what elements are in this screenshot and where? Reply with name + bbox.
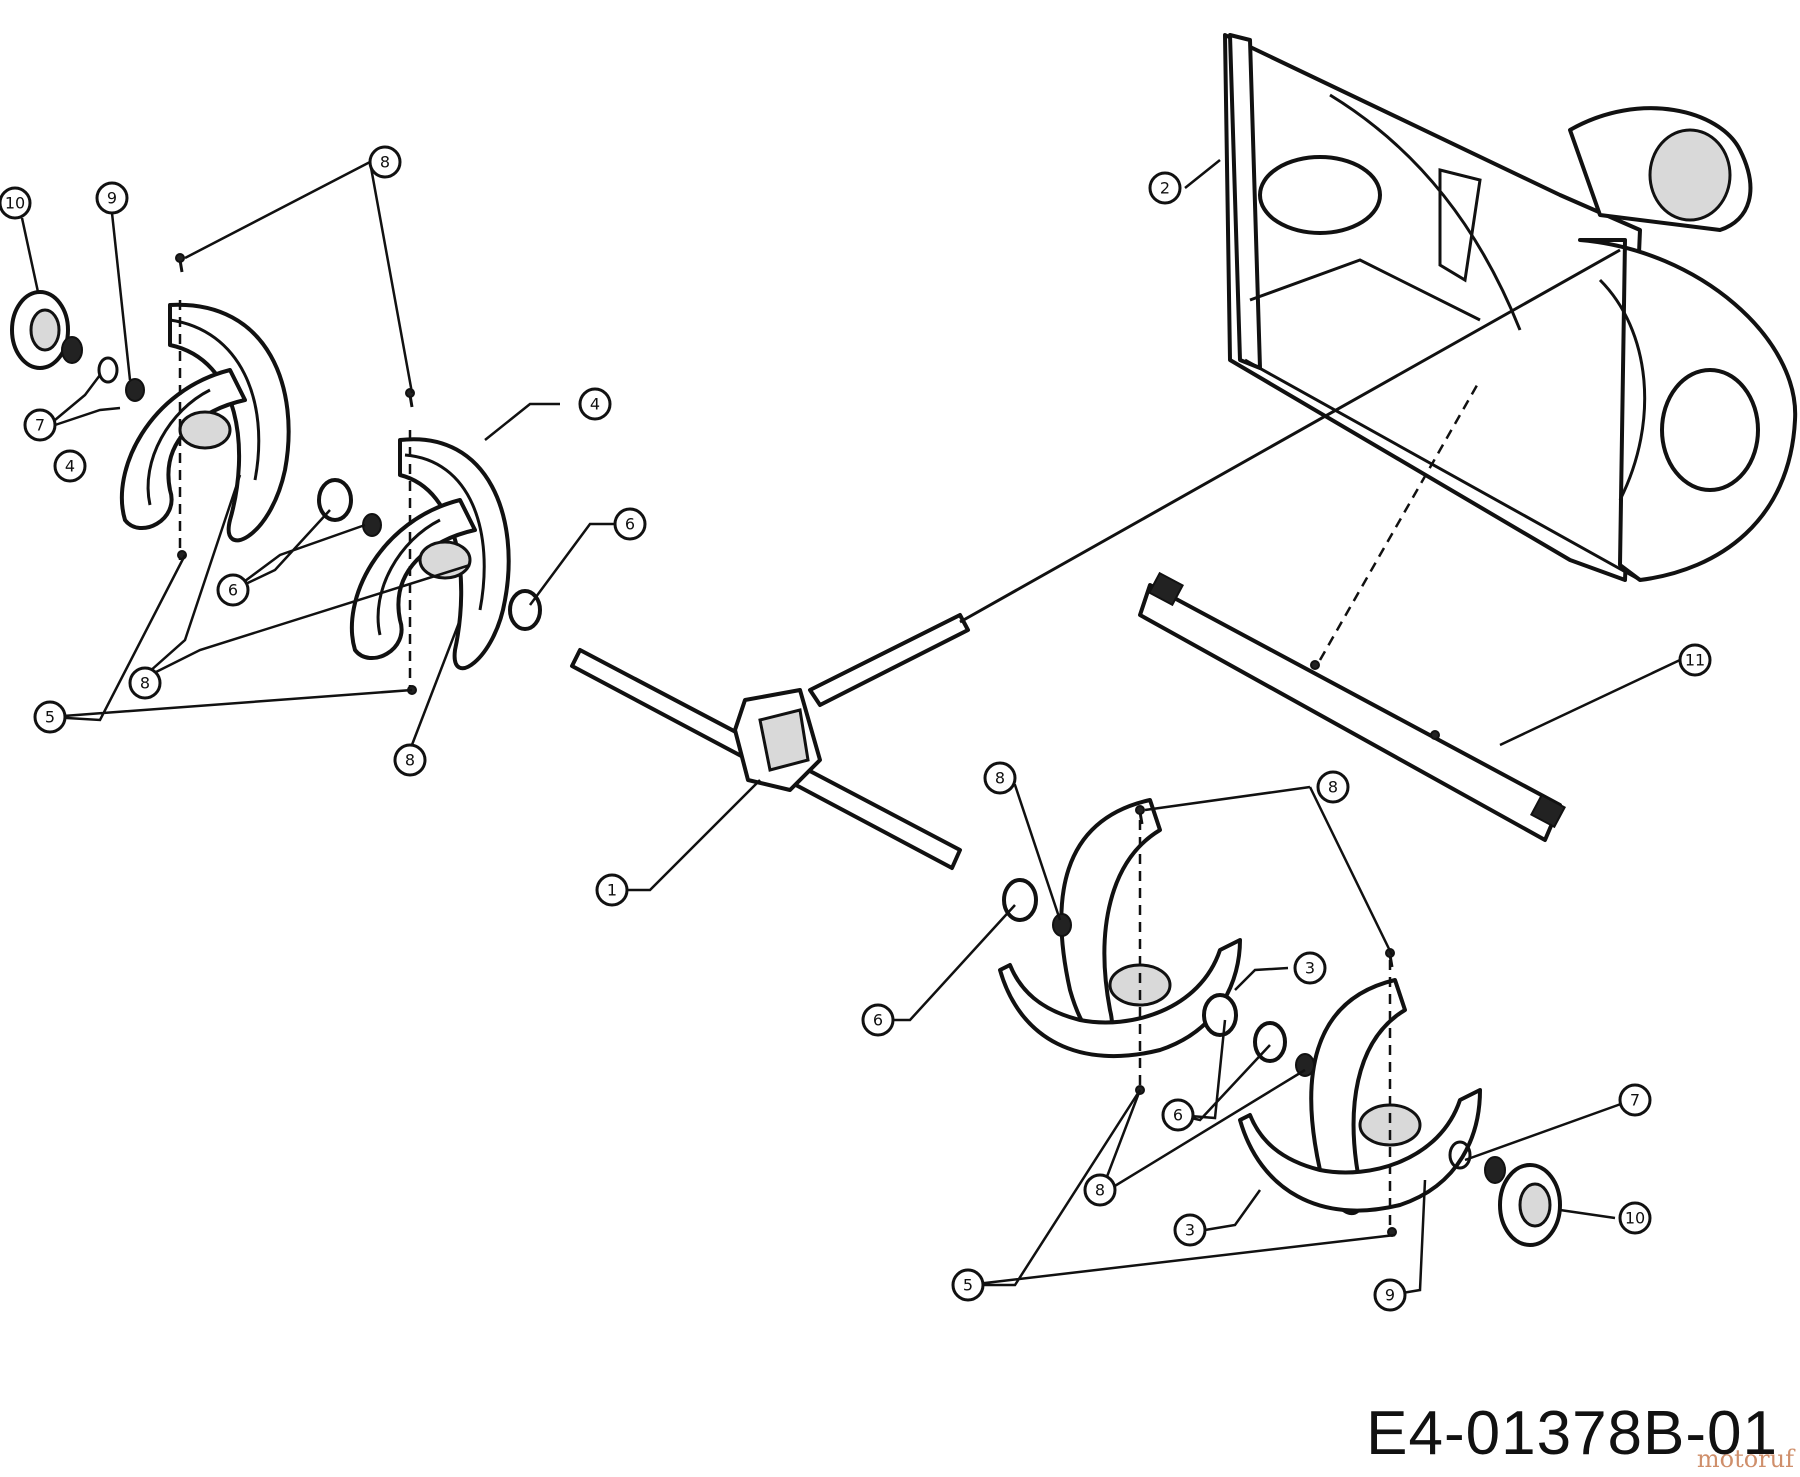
svg-text:8: 8 bbox=[1095, 1181, 1105, 1200]
callout-5-right: 5 bbox=[951, 1268, 985, 1302]
svg-text:10: 10 bbox=[1625, 1209, 1645, 1228]
svg-text:5: 5 bbox=[45, 708, 55, 727]
svg-text:8: 8 bbox=[1328, 778, 1338, 797]
svg-text:6: 6 bbox=[625, 515, 635, 534]
svg-text:4: 4 bbox=[590, 395, 600, 414]
callout-8-left-low: 8 bbox=[393, 743, 427, 777]
callout-7-left: 7 bbox=[23, 408, 57, 442]
svg-text:8: 8 bbox=[380, 153, 390, 172]
svg-text:1: 1 bbox=[607, 881, 617, 900]
callout-9-left: 9 bbox=[95, 181, 129, 215]
svg-text:9: 9 bbox=[107, 189, 117, 208]
svg-text:7: 7 bbox=[1630, 1091, 1640, 1110]
callout-8-right-top: 8 bbox=[983, 761, 1017, 795]
svg-text:8: 8 bbox=[995, 769, 1005, 788]
svg-text:8: 8 bbox=[405, 751, 415, 770]
callout-6-left-b: 6 bbox=[613, 507, 647, 541]
callout-2: 2 bbox=[1148, 171, 1182, 205]
svg-text:6: 6 bbox=[873, 1011, 883, 1030]
callout-10-right: 10 bbox=[1618, 1201, 1652, 1235]
right-auger-inner bbox=[998, 798, 1242, 1090]
svg-text:3: 3 bbox=[1185, 1221, 1195, 1240]
callout-7-right: 7 bbox=[1618, 1083, 1652, 1117]
callout-5-left: 5 bbox=[33, 700, 67, 734]
svg-text:5: 5 bbox=[963, 1276, 973, 1295]
small-hardware bbox=[61, 253, 1506, 1237]
callout-6-left-a: 6 bbox=[216, 573, 250, 607]
callout-3-right-b: 3 bbox=[1173, 1213, 1207, 1247]
svg-text:11: 11 bbox=[1685, 651, 1705, 670]
auger-housing bbox=[1223, 33, 1798, 582]
callout-8-right-top-b: 8 bbox=[1316, 770, 1350, 804]
svg-text:6: 6 bbox=[228, 581, 238, 600]
drawing-code: E4-01378B-01 bbox=[1366, 1399, 1778, 1468]
callout-3-right-a: 3 bbox=[1293, 951, 1327, 985]
callout-9-right: 9 bbox=[1373, 1278, 1407, 1312]
right-auger-outer bbox=[1238, 960, 1482, 1230]
callout-11: 11 bbox=[1678, 643, 1712, 677]
callout-4-left-a: 4 bbox=[53, 449, 87, 483]
callout-8-right-low: 8 bbox=[1083, 1173, 1117, 1207]
callout-4-left-b: 4 bbox=[578, 387, 612, 421]
svg-text:8: 8 bbox=[140, 674, 150, 693]
svg-text:6: 6 bbox=[1173, 1106, 1183, 1125]
left-auger-outer bbox=[119, 300, 291, 560]
callout-10-left: 10 bbox=[0, 186, 32, 220]
svg-text:10: 10 bbox=[5, 194, 25, 213]
svg-text:7: 7 bbox=[35, 416, 45, 435]
callout-8-top-left: 8 bbox=[368, 145, 402, 179]
watermark-logo: motoruf bbox=[1696, 1445, 1794, 1473]
svg-text:2: 2 bbox=[1160, 179, 1170, 198]
callout-6-right-a: 6 bbox=[861, 1003, 895, 1037]
svg-text:3: 3 bbox=[1305, 959, 1315, 978]
svg-text:4: 4 bbox=[65, 457, 75, 476]
callout-6-right-b: 6 bbox=[1161, 1098, 1195, 1132]
brace-bar bbox=[1138, 379, 1566, 842]
callout-1: 1 bbox=[595, 873, 629, 907]
svg-text:9: 9 bbox=[1385, 1286, 1395, 1305]
auger-shaft bbox=[570, 248, 1621, 870]
bearing-cap-left bbox=[10, 290, 70, 370]
callout-8-left-mid: 8 bbox=[128, 666, 162, 700]
left-auger-inner bbox=[349, 430, 511, 690]
bearing-cap-right bbox=[1498, 1163, 1562, 1247]
